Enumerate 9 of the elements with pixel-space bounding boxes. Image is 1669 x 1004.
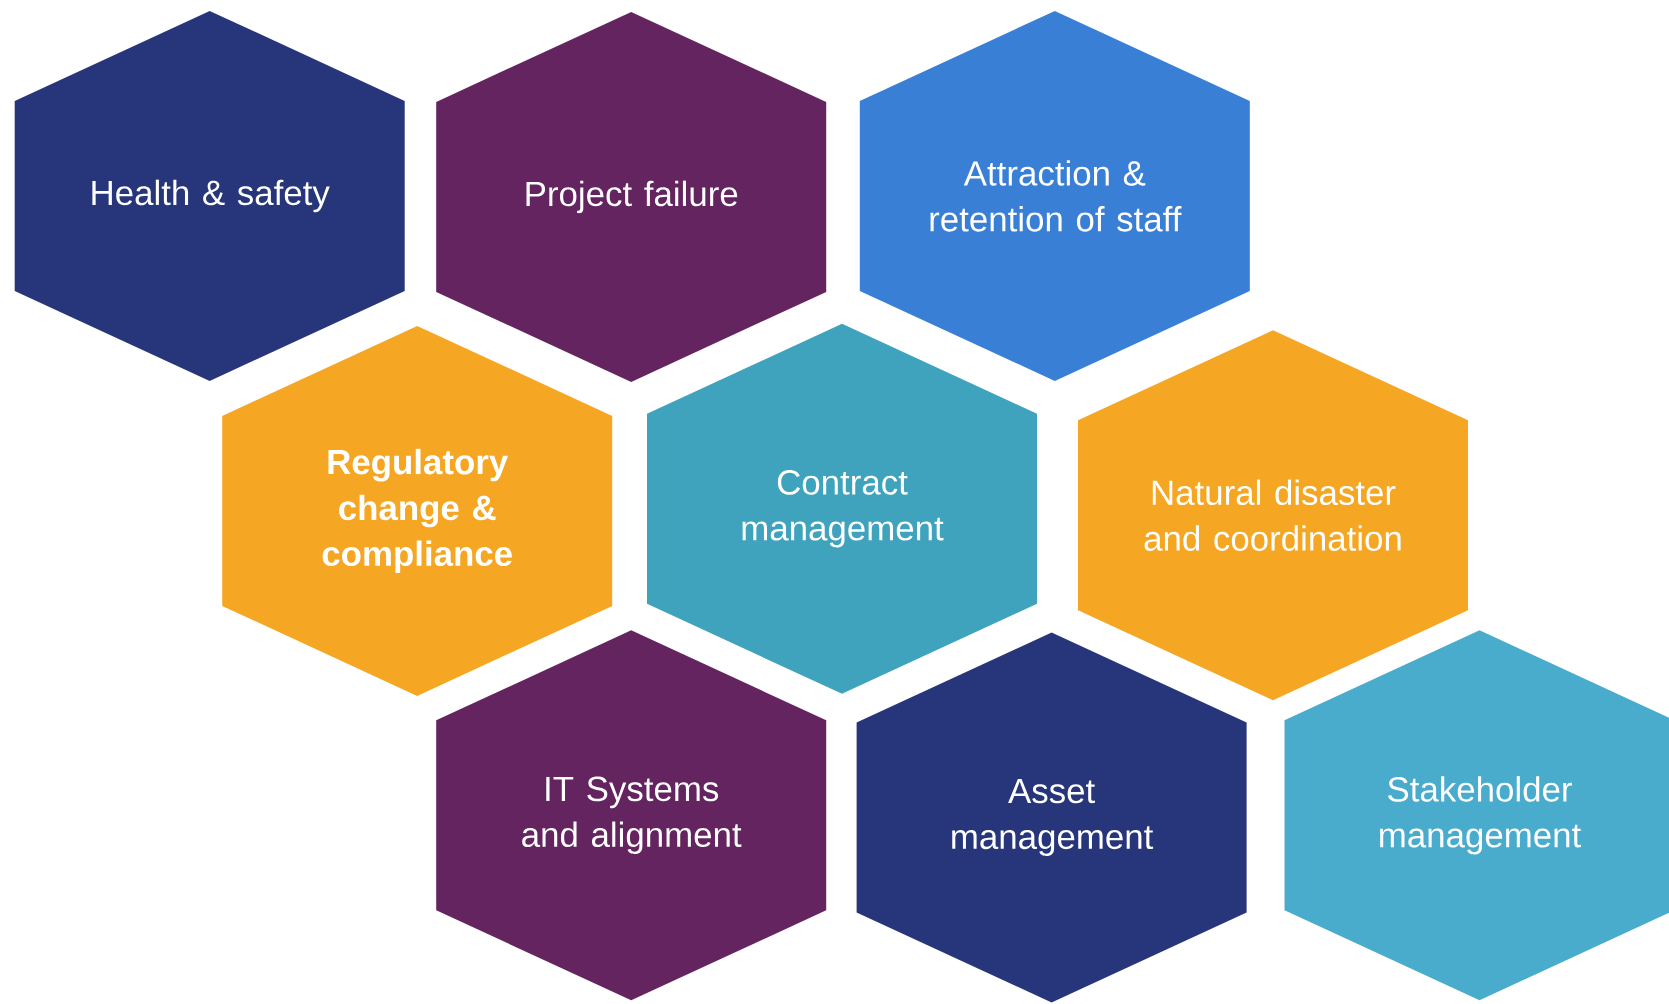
hexagon: Natural disaster and coordination	[1078, 330, 1468, 701]
hexagon: Contract management	[647, 323, 1037, 694]
hexagon: Project failure	[436, 11, 827, 382]
hexagon: Health & safety	[14, 10, 405, 381]
hexagon: Regulatory change & compliance	[222, 325, 613, 696]
hexagon: Stakeholder management	[1284, 630, 1669, 1001]
hexagon: IT Systems and alignment	[436, 630, 827, 1001]
hexagon: Asset management	[856, 632, 1247, 1003]
hexagon: Attraction & retention of staff	[859, 10, 1250, 381]
